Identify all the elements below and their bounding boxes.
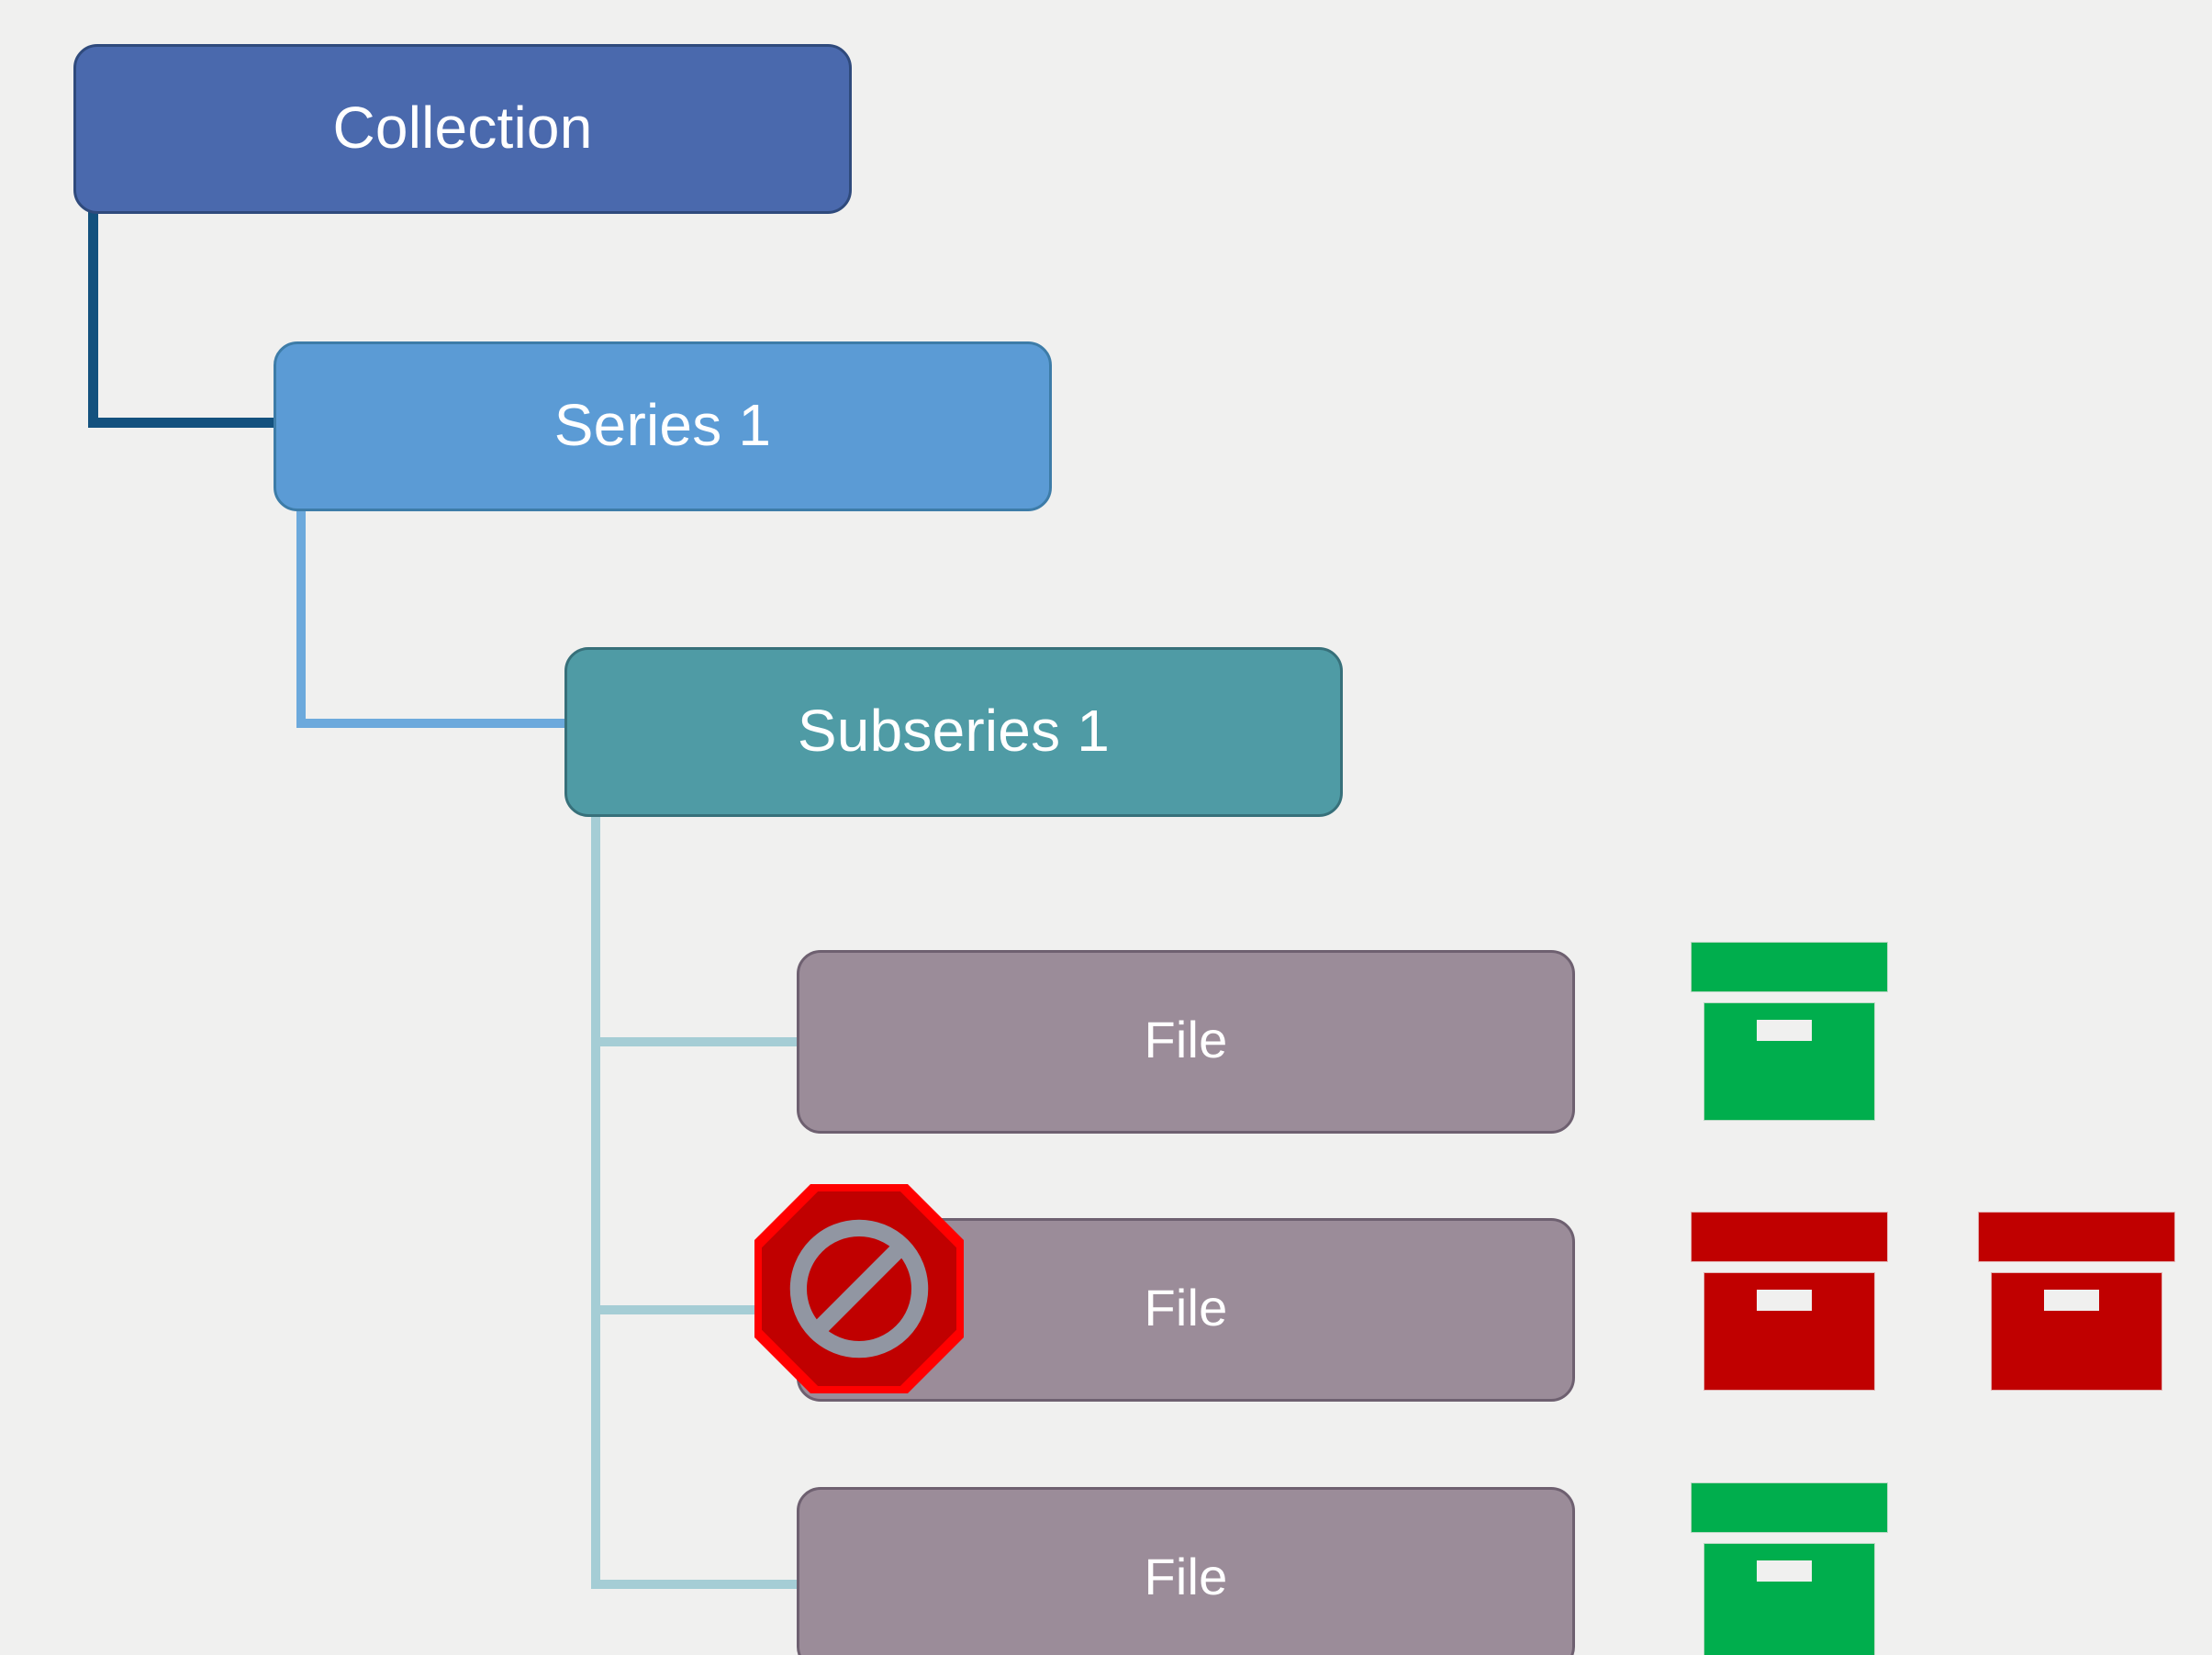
node-file-1-label: File <box>1144 1011 1228 1068</box>
node-file-2-label: File <box>1144 1279 1228 1336</box>
connector-series-horizontal <box>296 719 572 728</box>
container-box-body <box>1703 1272 1876 1391</box>
container-box-red-right[interactable] <box>1978 1212 2175 1391</box>
node-file-3-label: File <box>1144 1548 1228 1605</box>
node-file-1[interactable]: File <box>797 950 1575 1134</box>
connector-subseries-trunk <box>591 812 600 1589</box>
node-subseries-1[interactable]: Subseries 1 <box>564 647 1343 817</box>
container-box-lid <box>1691 942 1888 992</box>
restricted-access-icon[interactable] <box>754 1184 964 1393</box>
container-box-body <box>1990 1272 2163 1391</box>
restricted-access-icon-glyph <box>754 1184 964 1393</box>
node-file-3[interactable]: File <box>797 1487 1575 1655</box>
connector-collection-horizontal <box>88 418 281 428</box>
connector-series-vertical <box>296 507 306 728</box>
container-box-label-slot <box>1757 1290 1812 1311</box>
container-box-green-bottom[interactable] <box>1691 1482 1888 1655</box>
node-collection[interactable]: Collection <box>73 44 852 214</box>
container-box-lid <box>1691 1482 1888 1533</box>
container-box-label-slot <box>1757 1560 1812 1582</box>
container-box-green-top[interactable] <box>1691 942 1888 1121</box>
connector-file-branch-1 <box>591 1037 804 1046</box>
container-box-body <box>1703 1543 1876 1655</box>
container-box-label-slot <box>1757 1020 1812 1041</box>
node-collection-label: Collection <box>332 94 593 161</box>
connector-file-branch-3 <box>591 1580 804 1589</box>
node-subseries-1-label: Subseries 1 <box>797 697 1111 764</box>
node-series-1-label: Series 1 <box>553 391 772 458</box>
container-box-red-left[interactable] <box>1691 1212 1888 1391</box>
container-box-lid <box>1978 1212 2175 1262</box>
connector-file-branch-2 <box>591 1305 804 1314</box>
container-box-lid <box>1691 1212 1888 1262</box>
container-box-body <box>1703 1002 1876 1121</box>
container-box-label-slot <box>2044 1290 2099 1311</box>
connector-collection-vertical <box>88 209 98 428</box>
node-series-1[interactable]: Series 1 <box>274 341 1052 511</box>
